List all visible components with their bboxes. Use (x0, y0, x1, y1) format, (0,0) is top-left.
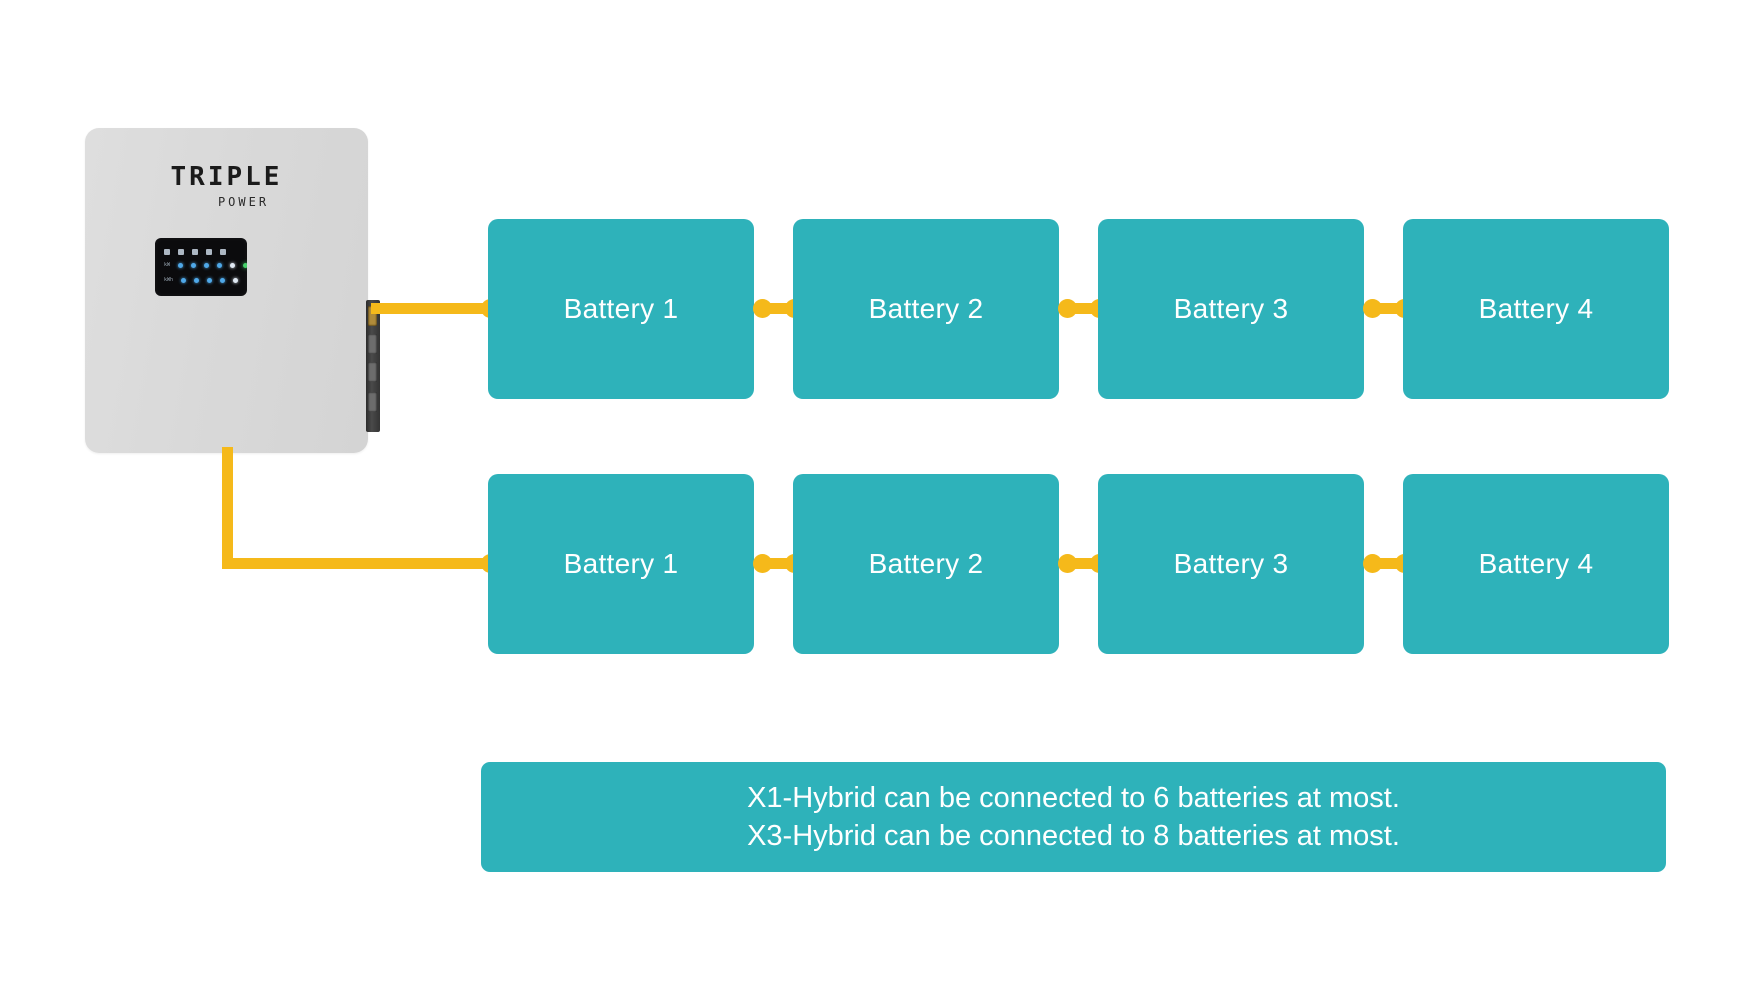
brand-name-primary: TRIPLE (170, 162, 283, 192)
screen-unit-kwh-label: kWh (164, 277, 174, 283)
battery-row2-3[interactable]: Battery 3 (1098, 474, 1364, 654)
wire-row2-link-1 (760, 558, 794, 569)
battery-label: Battery 1 (563, 293, 679, 324)
port-connector (368, 362, 377, 382)
screen-icon-row (164, 249, 226, 255)
status-led (194, 277, 200, 283)
wire-row2-link-2 (1065, 558, 1099, 569)
wire-node (1363, 299, 1382, 318)
battery-label: Battery 4 (1478, 548, 1594, 579)
battery-row1-1[interactable]: Battery 1 (488, 219, 754, 399)
port-connector (368, 306, 377, 326)
battery-row2-4[interactable]: Battery 4 (1403, 474, 1669, 654)
status-led (217, 262, 223, 268)
screen-led-row-power: kW (164, 262, 247, 268)
battery-row1-4[interactable]: Battery 4 (1403, 219, 1669, 399)
battery-row2-1[interactable]: Battery 1 (488, 474, 754, 654)
battery-label: Battery 1 (563, 548, 679, 579)
status-led (233, 277, 239, 283)
wire-row1-link-2 (1065, 303, 1099, 314)
inverter-connector-ports (366, 300, 380, 432)
port-connector (368, 392, 377, 412)
inverter-unit: TRIPLE POWER kW kWh (85, 128, 380, 453)
brand-name-secondary: POWER (217, 195, 270, 209)
inverter-brand-logo: TRIPLE POWER (85, 164, 368, 208)
wire-row2-link-3 (1370, 558, 1404, 569)
wire-node (753, 554, 772, 573)
status-led (207, 277, 213, 283)
power-led (243, 262, 247, 268)
capacity-note-line-2: X3-Hybrid can be connected to 8 batterie… (747, 820, 1400, 852)
battery-label: Battery 2 (868, 293, 984, 324)
status-led (178, 262, 184, 268)
status-led (230, 262, 236, 268)
wire-row1-link-1 (760, 303, 794, 314)
wire-node (1058, 299, 1077, 318)
house-icon (192, 249, 198, 255)
wire-inverter-to-row1 (371, 303, 491, 314)
screen-unit-kw-label: kW (164, 262, 171, 268)
wire-inverter-down (222, 447, 233, 564)
battery-label: Battery 2 (868, 548, 984, 579)
screen-led-row-energy: kWh (164, 277, 239, 283)
sun-icon (164, 249, 170, 255)
capacity-note-line-1: X1-Hybrid can be connected to 6 batterie… (747, 781, 1400, 814)
battery-row1-2[interactable]: Battery 2 (793, 219, 1059, 399)
status-led (220, 277, 226, 283)
warning-icon (220, 249, 226, 255)
battery-icon (206, 249, 212, 255)
wire-node (1363, 554, 1382, 573)
status-led (181, 277, 187, 283)
capacity-note-banner: X1-Hybrid can be connected to 6 batterie… (481, 762, 1666, 872)
port-connector (368, 334, 377, 354)
battery-label: Battery 4 (1478, 293, 1594, 324)
wire-row1-link-3 (1370, 303, 1404, 314)
battery-label: Battery 3 (1173, 293, 1289, 324)
wire-inverter-to-row2 (222, 558, 488, 569)
status-led (191, 262, 197, 268)
wire-node (1058, 554, 1077, 573)
battery-label: Battery 3 (1173, 548, 1289, 579)
battery-row2-2[interactable]: Battery 2 (793, 474, 1059, 654)
battery-row1-3[interactable]: Battery 3 (1098, 219, 1364, 399)
wire-node (753, 299, 772, 318)
status-led (204, 262, 210, 268)
inverter-display-screen: kW kWh (155, 238, 247, 296)
grid-icon (178, 249, 184, 255)
